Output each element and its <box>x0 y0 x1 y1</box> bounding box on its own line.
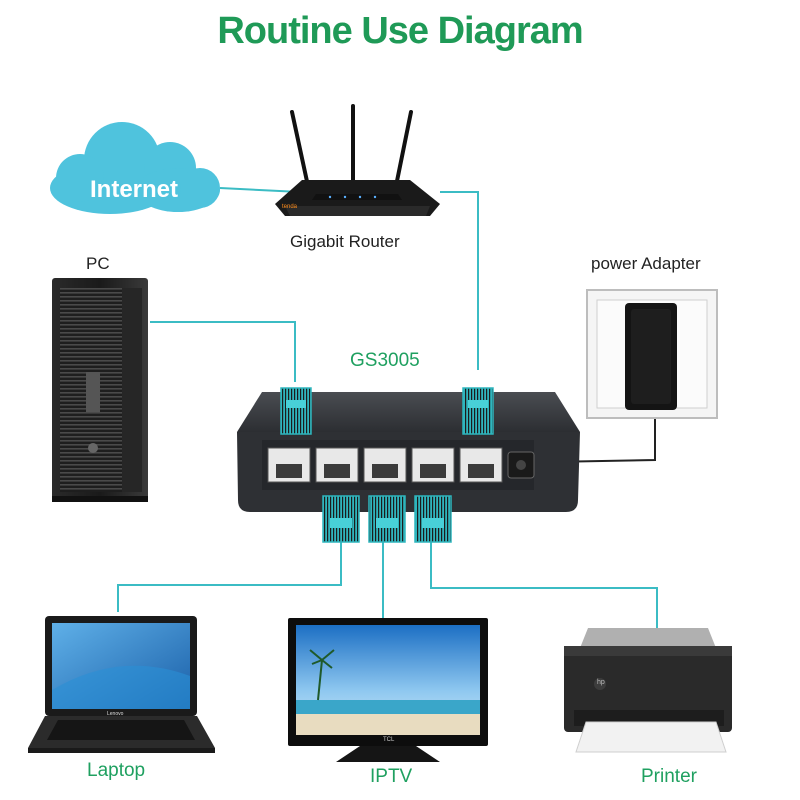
internet-label: Internet <box>90 176 179 203</box>
printer-brand-mark: hp <box>597 679 605 686</box>
connection-lines <box>117 187 658 628</box>
rj45-plug-icon-laptop <box>322 495 360 543</box>
router-brand-mark: tenda <box>282 204 298 210</box>
power-adapter-label: power Adapter <box>591 254 701 273</box>
router-label: Gigabit Router <box>290 232 400 251</box>
iptv-label: IPTV <box>370 766 413 787</box>
tv-brand-mark: TCL <box>383 737 395 743</box>
laptop-label: Laptop <box>87 760 146 781</box>
line-router-switch <box>440 191 479 370</box>
laptop-brand-mark: Lenovo <box>107 711 124 717</box>
line-internet-router <box>219 187 301 193</box>
printer-label: Printer <box>641 766 697 787</box>
diagram-title: Routine Use Diagram <box>217 10 583 52</box>
rj45-plug-icon-pc <box>280 387 312 435</box>
rj45-plug-icon-router <box>462 387 494 435</box>
rj45-plug-icon-printer <box>414 495 452 543</box>
line-switch-laptop <box>117 540 342 612</box>
switch-icon <box>237 392 580 512</box>
printer-icon <box>564 628 732 753</box>
internet-cloud-icon <box>50 122 220 214</box>
wall-socket-icon <box>586 289 718 419</box>
rj45-plug-icon-iptv <box>368 495 406 543</box>
pc-label: PC <box>86 254 110 273</box>
laptop-icon <box>28 616 215 753</box>
line-pc-switch <box>150 321 296 382</box>
router-icon <box>275 104 440 216</box>
tv-icon <box>288 618 488 762</box>
switch-model-label: GS3005 <box>350 350 420 371</box>
pc-tower-icon <box>52 278 148 502</box>
line-switch-printer <box>430 540 658 628</box>
